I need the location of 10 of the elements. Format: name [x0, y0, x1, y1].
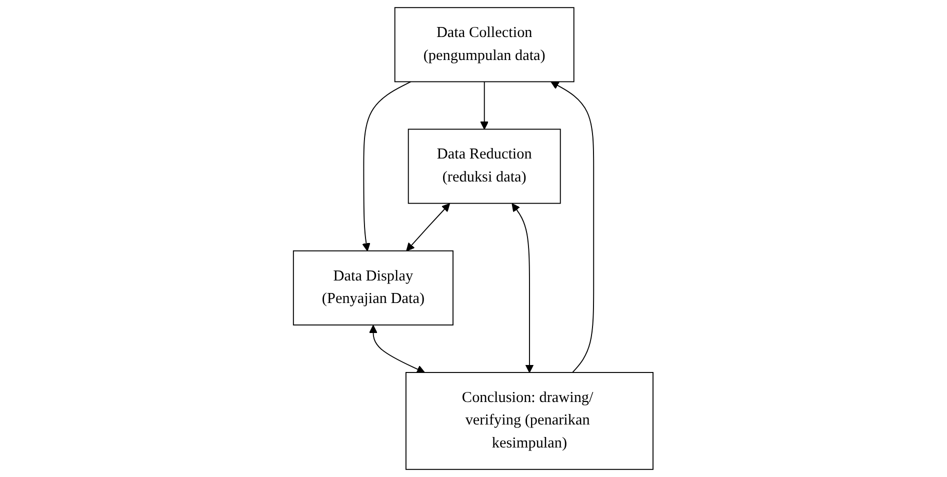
arrow — [480, 81, 489, 130]
arrow — [362, 81, 412, 252]
node-box: Data Display (Penyajian Data) — [293, 250, 454, 326]
arrow — [512, 203, 534, 373]
arrow — [406, 203, 450, 252]
arrow — [550, 81, 594, 373]
arrow — [369, 324, 426, 374]
node-box: Data Reduction (reduksi data) — [408, 128, 562, 204]
node-box: Conclusion: drawing/ verifying (penarikan kesimpulan) — [406, 372, 654, 470]
node-box: Data Collection (pengumpulan data) — [394, 7, 575, 82]
